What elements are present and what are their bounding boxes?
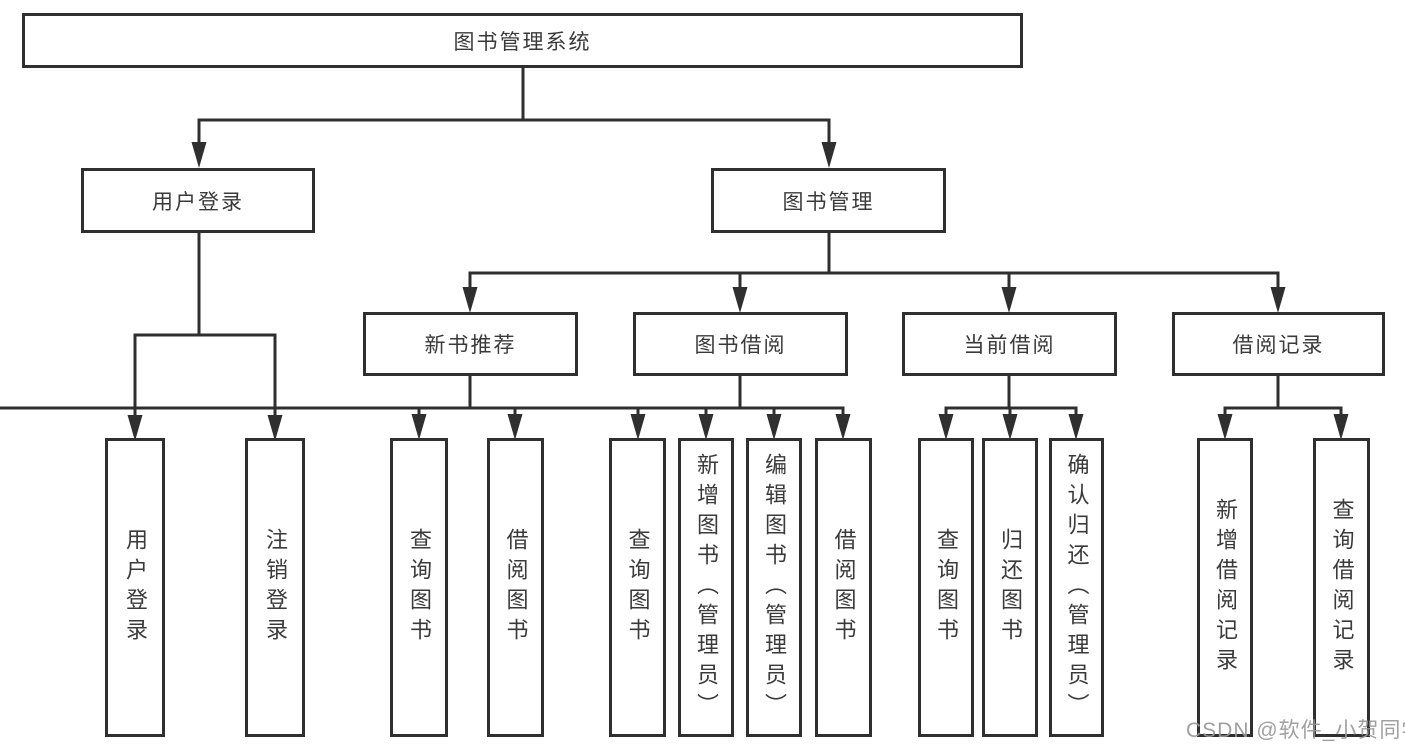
connector-borrow-records-to-leaves bbox=[1217, 376, 1349, 440]
leaf-logout: 注销登录 bbox=[245, 438, 305, 737]
node-book-borrow-label: 图书借阅 bbox=[694, 334, 787, 357]
leaf-query-borrow-record-label: 查询借阅记录 bbox=[1329, 497, 1355, 678]
leaf-current-query-books: 查询图书 bbox=[918, 438, 974, 737]
leaf-edit-books-admin: 编辑图书（管理员） bbox=[746, 438, 802, 737]
node-current-borrow: 当前借阅 bbox=[902, 312, 1117, 376]
leaf-borrow-query-books-label: 查询图书 bbox=[625, 527, 651, 648]
leaf-confirm-return-admin: 确认归还（管理员） bbox=[1049, 438, 1104, 737]
leaf-return-books: 归还图书 bbox=[982, 438, 1038, 737]
node-book-management-label: 图书管理 bbox=[782, 190, 875, 214]
connector-current-borrow-to-leaves bbox=[938, 376, 1084, 440]
leaf-query-borrow-record: 查询借阅记录 bbox=[1313, 438, 1370, 737]
node-new-book-recommend: 新书推荐 bbox=[363, 312, 578, 376]
node-current-borrow-label: 当前借阅 bbox=[963, 334, 1056, 357]
connector-book-mgmt-to-level3 bbox=[462, 233, 1286, 313]
leaf-add-borrow-record-label: 新增借阅记录 bbox=[1213, 497, 1238, 678]
leaf-newbook-query-books-label: 查询图书 bbox=[407, 527, 432, 648]
node-new-book-recommend-label: 新书推荐 bbox=[424, 334, 517, 357]
node-user-login-label: 用户登录 bbox=[152, 190, 244, 214]
node-root: 图书管理系统 bbox=[22, 13, 1023, 68]
leaf-borrow-books: 借阅图书 bbox=[815, 438, 872, 737]
leaf-newbook-borrow-books-label: 借阅图书 bbox=[503, 527, 529, 648]
leaf-borrow-query-books: 查询图书 bbox=[609, 438, 666, 737]
node-borrow-records-label: 借阅记录 bbox=[1232, 334, 1325, 357]
leaf-add-books-admin: 新增图书（管理员） bbox=[678, 438, 734, 737]
leaf-newbook-borrow-books: 借阅图书 bbox=[487, 438, 544, 737]
leaf-user-login: 用户登录 bbox=[105, 438, 165, 737]
node-book-borrow: 图书借阅 bbox=[633, 312, 848, 376]
leaf-current-query-books-label: 查询图书 bbox=[934, 527, 959, 648]
leaf-return-books-label: 归还图书 bbox=[998, 527, 1023, 648]
node-user-login: 用户登录 bbox=[81, 168, 315, 233]
node-borrow-records: 借阅记录 bbox=[1172, 312, 1385, 376]
leaf-add-borrow-record: 新增借阅记录 bbox=[1197, 438, 1253, 737]
leaf-add-books-admin-label: 新增图书（管理员） bbox=[694, 452, 719, 723]
leaf-logout-label: 注销登录 bbox=[263, 527, 288, 648]
leaf-edit-books-admin-label: 编辑图书（管理员） bbox=[762, 452, 787, 723]
connector-user-login-to-leaves bbox=[127, 233, 283, 441]
node-root-label: 图书管理系统 bbox=[453, 30, 592, 54]
leaf-newbook-query-books: 查询图书 bbox=[390, 438, 448, 737]
connector-book-borrow-to-leaves bbox=[0, 376, 851, 440]
node-book-management: 图书管理 bbox=[711, 168, 946, 233]
leaf-user-login-label: 用户登录 bbox=[123, 527, 148, 648]
csdn-watermark: CSDN @软件_小贺同学 bbox=[1186, 719, 1405, 742]
leaf-borrow-books-label: 借阅图书 bbox=[831, 527, 857, 648]
leaf-confirm-return-admin-label: 确认归还（管理员） bbox=[1064, 452, 1090, 723]
connector-root-to-level2 bbox=[191, 68, 837, 168]
